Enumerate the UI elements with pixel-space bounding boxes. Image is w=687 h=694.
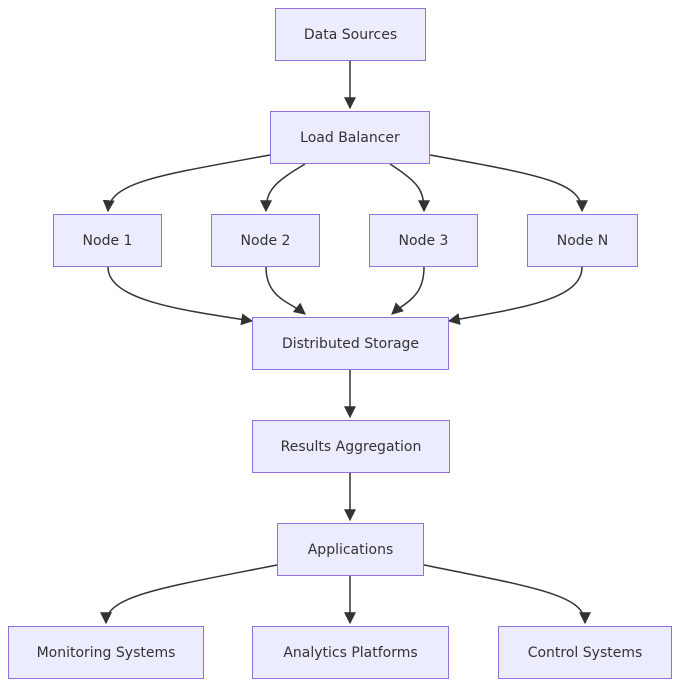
node-label: Load Balancer — [300, 129, 400, 146]
node-control-systems[interactable]: Control Systems — [498, 626, 672, 679]
node-label: Analytics Platforms — [283, 644, 418, 661]
edge-loadbalancer-noden — [429, 154, 588, 213]
node-label: Monitoring Systems — [36, 644, 176, 661]
node-label: Control Systems — [527, 644, 643, 661]
edge-applications-monitoring — [100, 564, 278, 625]
node-label: Node 3 — [398, 232, 449, 249]
node-distributed-storage[interactable]: Distributed Storage — [252, 317, 449, 370]
node-results-aggregation[interactable]: Results Aggregation — [252, 420, 450, 473]
node-data-sources[interactable]: Data Sources — [275, 8, 426, 61]
node-applications[interactable]: Applications — [277, 523, 424, 576]
node-label: Node 1 — [82, 232, 133, 249]
node-load-balancer[interactable]: Load Balancer — [270, 111, 430, 164]
node-label: Node 2 — [240, 232, 291, 249]
edge-noden-storage — [447, 266, 583, 325]
edge-node1-storage — [107, 266, 254, 326]
node-node-n[interactable]: Node N — [527, 214, 638, 267]
edge-node2-storage — [265, 266, 306, 315]
node-node-3[interactable]: Node 3 — [369, 214, 478, 267]
node-label: Node N — [556, 232, 609, 249]
node-monitoring-systems[interactable]: Monitoring Systems — [8, 626, 204, 679]
node-node-2[interactable]: Node 2 — [211, 214, 320, 267]
edge-loadbalancer-node2 — [260, 163, 306, 213]
node-label: Applications — [307, 541, 394, 558]
node-label: Distributed Storage — [281, 335, 420, 352]
node-analytics-platforms[interactable]: Analytics Platforms — [252, 626, 449, 679]
edge-applications-control — [423, 564, 591, 625]
node-node-1[interactable]: Node 1 — [53, 214, 162, 267]
edge-loadbalancer-node3 — [389, 163, 430, 213]
node-label: Data Sources — [303, 26, 398, 43]
node-label: Results Aggregation — [280, 438, 422, 455]
edge-loadbalancer-node1 — [102, 154, 271, 213]
edge-node3-storage — [391, 266, 425, 315]
